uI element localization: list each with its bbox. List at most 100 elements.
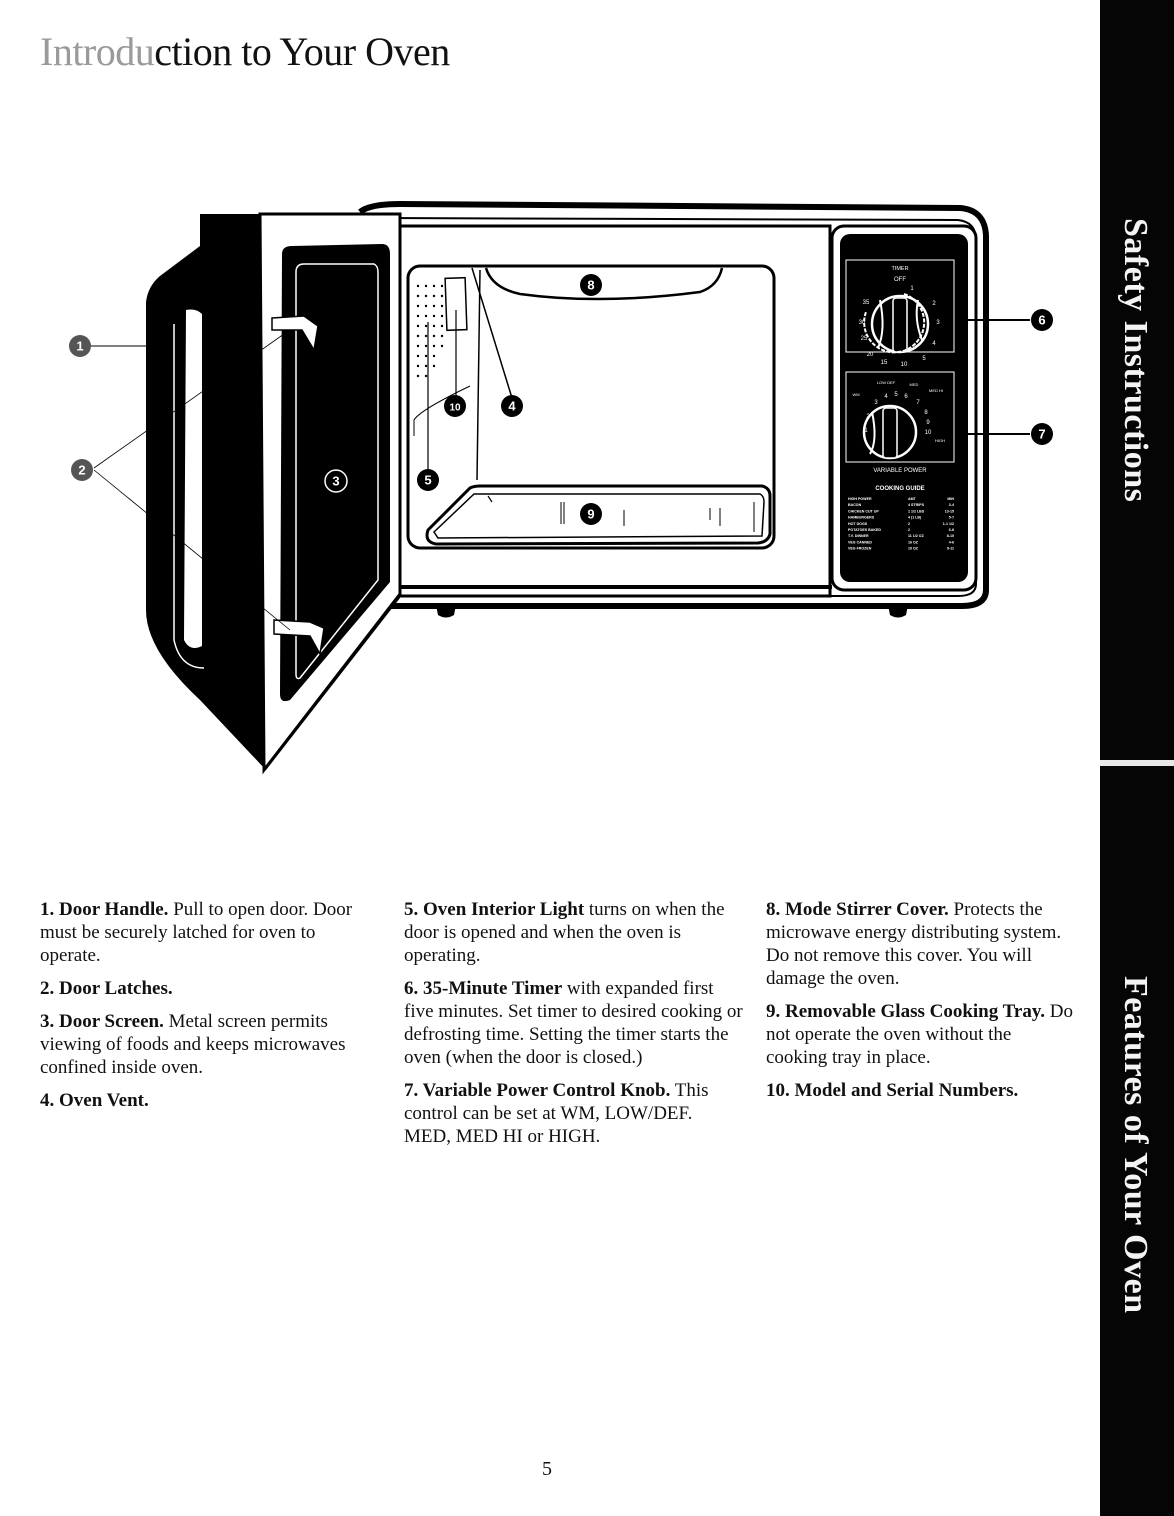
feature-description: This control can be set at WM, LOW/DEF. … <box>404 1080 709 1147</box>
power-level-name: MED HI <box>929 388 943 393</box>
side-tab-divider <box>1100 760 1174 766</box>
power-level-name: WM <box>852 392 859 397</box>
timer-mark: 4 <box>932 341 936 347</box>
timer-mark: 2 <box>932 301 936 307</box>
power-mark: 1 <box>864 428 868 434</box>
side-tab-features-of-your-oven[interactable]: Features of Your Oven <box>1100 766 1174 1516</box>
callout-number: 4 <box>508 399 516 414</box>
feature-item: 8. Mode Stirrer Cover. Protects the micr… <box>766 898 1076 990</box>
callout-1: 1 <box>69 335 91 357</box>
callout-number: 8 <box>587 278 594 293</box>
cooking-guide-cell: 4-6 <box>949 540 954 544</box>
callout-number: 2 <box>78 463 85 478</box>
timer-mark: 5 <box>922 356 926 362</box>
timer-mark: 1 <box>910 286 914 292</box>
feature-item: 5. Oven Interior Light turns on when the… <box>404 898 744 967</box>
cooking-guide-cell: 6-8 <box>949 528 954 532</box>
door-latch-bottom[interactable] <box>273 619 325 657</box>
power-mark: 2 <box>866 414 870 420</box>
variable-power-label: VARIABLE POWER <box>873 468 927 474</box>
callout-number: 5 <box>424 473 431 488</box>
cooking-guide-cell: 2 <box>908 522 910 526</box>
feature-item: 10. Model and Serial Numbers. <box>766 1079 1076 1102</box>
cooking-guide-cell: 16 OZ <box>908 540 919 544</box>
feature-title: 7. Variable Power Control Knob. <box>404 1080 671 1101</box>
timer-mark: 35 <box>863 300 870 306</box>
feature-item: 4. Oven Vent. <box>40 1089 370 1112</box>
callout-10: 10 <box>444 395 466 417</box>
cooking-guide-cell: 11 1/2 OZ <box>908 534 925 538</box>
callout-number: 1 <box>76 339 83 354</box>
power-mark: 5 <box>894 392 898 398</box>
feature-column-3: 8. Mode Stirrer Cover. Protects the micr… <box>766 898 1076 1112</box>
cooking-guide-cell: 2 <box>908 528 910 532</box>
feature-description: Metal screen permits viewing of foods an… <box>40 1011 346 1078</box>
callout-4: 4 <box>501 395 523 417</box>
power-level-name: LOW DEF <box>877 380 896 385</box>
timer-mark: 15 <box>881 360 888 366</box>
page-title-main: ction to Your Oven <box>154 29 450 74</box>
cooking-guide-cell: MIN <box>947 497 954 501</box>
foot-left <box>436 605 456 618</box>
feature-column-1: 1. Door Handle. Pull to open door. Door … <box>40 898 370 1122</box>
callout-8: 8 <box>580 274 602 296</box>
power-mark: 4 <box>884 394 888 400</box>
cooking-guide-cell: T.V. DINNER <box>848 534 869 538</box>
page-title: Introduction to Your Oven <box>40 28 450 75</box>
side-tab-label: Features of Your Oven <box>1117 976 1154 1314</box>
side-tab-safety-instructions[interactable]: Safety Instructions <box>1100 0 1174 760</box>
callout-number: 9 <box>587 507 594 522</box>
callout-3: 3 <box>324 469 348 493</box>
cooking-guide-cell: CHICKEN CUT UP <box>848 509 879 513</box>
feature-title: 2. Door Latches. <box>40 978 173 999</box>
power-mark: 8 <box>924 410 928 416</box>
cooking-guide-cell: 1 1/2 LBS <box>908 509 925 513</box>
feature-title: 5. Oven Interior Light <box>404 899 585 920</box>
callout-6: 6 <box>1031 309 1053 331</box>
foot-right <box>888 605 908 618</box>
cooking-guide-cell: 13-15 <box>945 509 954 513</box>
feature-description: turns on when the door is opened and whe… <box>404 899 725 966</box>
feature-item: 1. Door Handle. Pull to open door. Door … <box>40 898 370 967</box>
oven-vent-holes <box>416 284 444 378</box>
feature-item: 6. 35-Minute Timer with expanded first f… <box>404 977 744 1069</box>
side-tab-label: Safety Instructions <box>1117 218 1154 503</box>
power-mark: 7 <box>916 400 920 406</box>
mode-stirrer-cover <box>484 267 724 301</box>
cooking-guide-cell: HAMBURGERS <box>848 516 875 520</box>
model-serial-plate <box>444 276 468 332</box>
door-latch-top[interactable] <box>271 315 319 353</box>
cooking-guide-cell: HIGH POWER <box>848 497 872 501</box>
cooking-guide-cell: VEG FROZEN <box>848 547 872 551</box>
feature-title: 6. 35-Minute Timer <box>404 978 563 999</box>
feature-title: 4. Oven Vent. <box>40 1090 149 1111</box>
feature-item: 7. Variable Power Control Knob. This con… <box>404 1079 744 1148</box>
callout-number: 7 <box>1038 427 1045 442</box>
callout-number: 10 <box>449 403 461 414</box>
feature-item: 9. Removable Glass Cooking Tray. Do not … <box>766 1000 1076 1069</box>
feature-title: 3. Door Screen. <box>40 1011 164 1032</box>
door-handle[interactable] <box>173 309 205 669</box>
feature-description: Do not operate the oven without the cook… <box>766 1001 1074 1068</box>
feature-title: 1. Door Handle. <box>40 899 169 920</box>
cooking-guide-title: COOKING GUIDE <box>875 486 924 492</box>
callout-7: 7 <box>1031 423 1053 445</box>
variable-power-knob[interactable] <box>862 404 918 460</box>
timer-mark: 30 <box>859 320 866 326</box>
oven-door <box>90 212 402 775</box>
feature-description: Pull to open door. Door must be securely… <box>40 899 353 966</box>
timer-mark: 3 <box>936 320 940 326</box>
page-number: 5 <box>542 1458 552 1480</box>
cooking-guide-cell: 1-1 1/2 <box>943 522 954 526</box>
power-mark: 6 <box>904 394 908 400</box>
timer-mark: 20 <box>867 352 874 358</box>
timer-knob[interactable] <box>870 294 930 354</box>
feature-item: 2. Door Latches. <box>40 977 370 1000</box>
callout-5: 5 <box>417 469 439 491</box>
cooking-guide-cell: HOT DOGS <box>848 522 868 526</box>
